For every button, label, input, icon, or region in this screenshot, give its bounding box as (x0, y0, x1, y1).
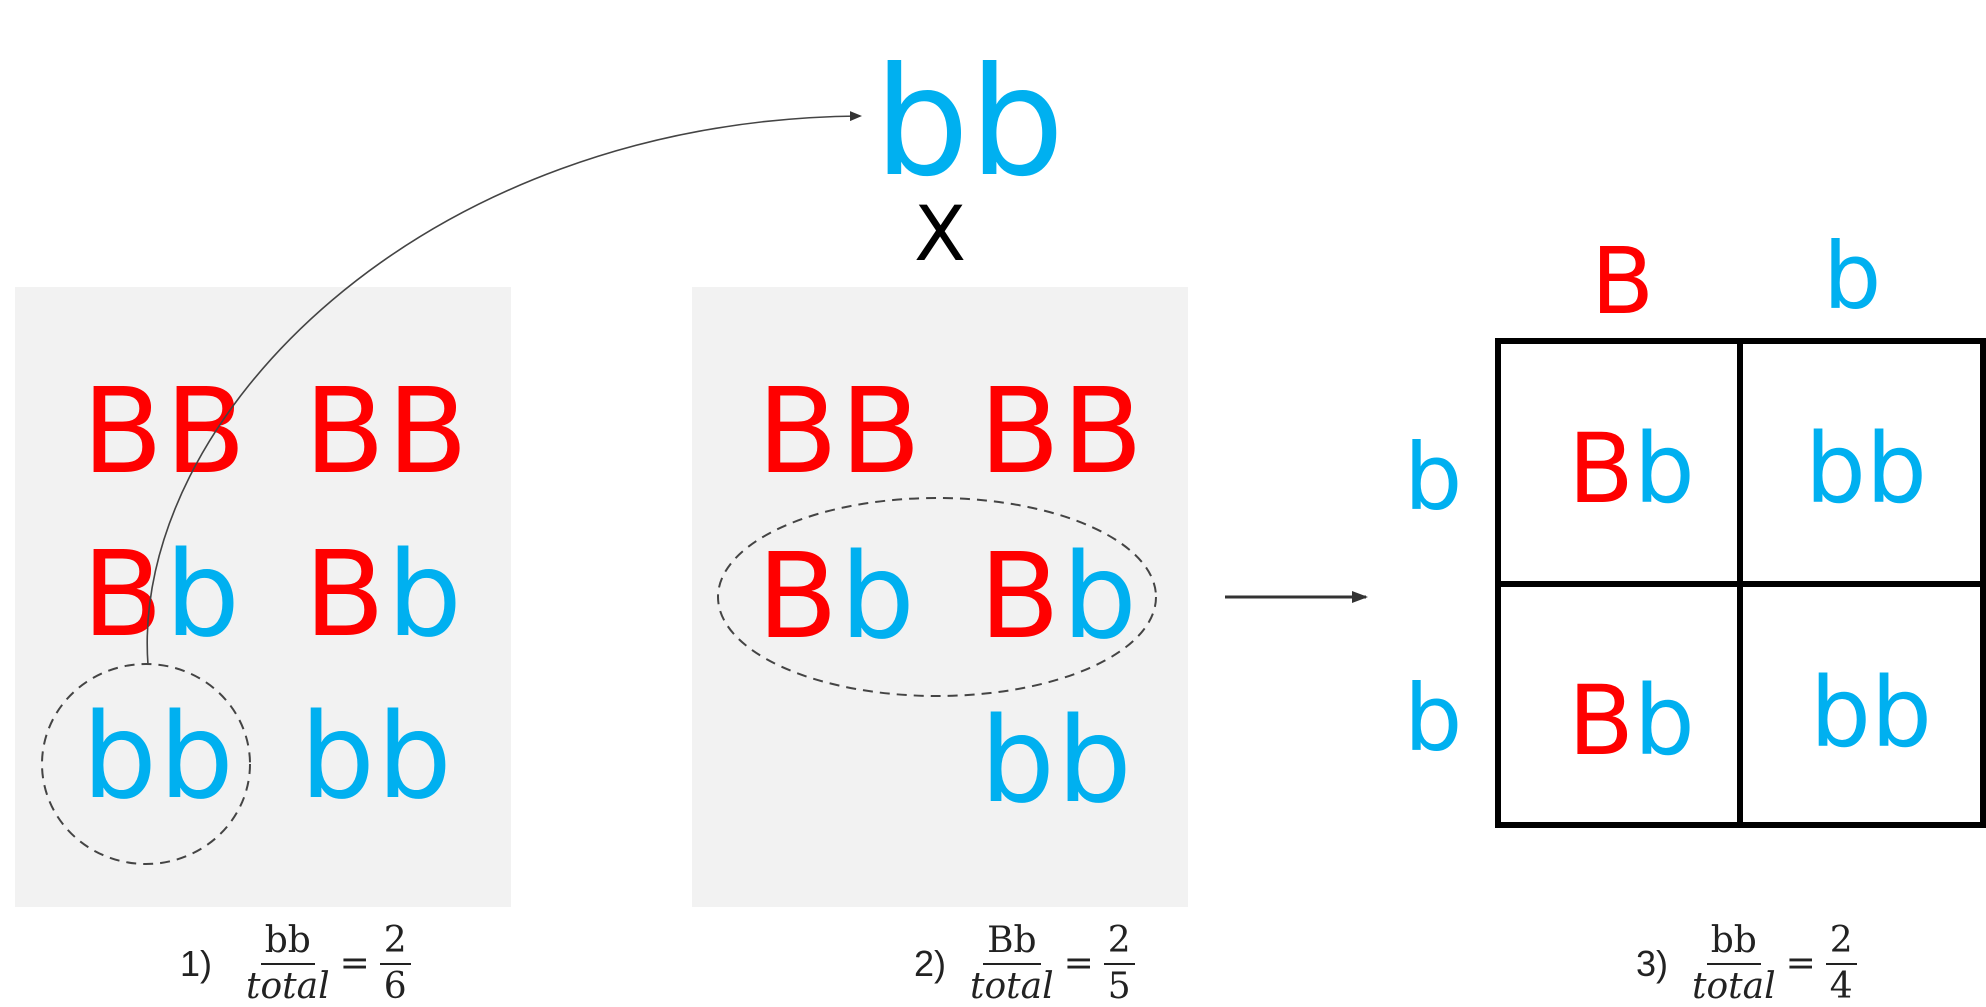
parent-genotype: bb (874, 48, 1064, 198)
p1-genotype-bb-2: BB (304, 362, 470, 500)
equation-3-fraction-left: bb total (1692, 920, 1776, 1007)
p1-genotype-Bb-1: Bb (82, 525, 242, 663)
punnett-row-header-2: b (1404, 665, 1463, 772)
cross-symbol: X (914, 189, 967, 278)
equation-2-label: 2) (914, 942, 947, 984)
p1-genotype-bb-circled: bb (82, 687, 236, 825)
equation-3-fraction-right: 2 4 (1825, 922, 1857, 1006)
equation-1-fraction-left: bb total (246, 920, 330, 1007)
punnett-col-header-2: b (1823, 223, 1882, 330)
equation-2-fraction-left: Bb total (970, 920, 1054, 1007)
parent-allele-2: b (969, 36, 1065, 210)
p1-genotype-bb-3: bb (300, 687, 454, 825)
punnett-row-header-1: b (1404, 424, 1463, 531)
punnett-cell-1-1: Bb (1568, 413, 1695, 525)
equation-3: 3) bb total = 2 4 (1636, 922, 1857, 1006)
p1-genotype-Bb-2: Bb (304, 525, 464, 663)
p2-genotype-BB-2: BB (979, 362, 1145, 500)
punnett-grid (1495, 338, 1986, 828)
equation-2-fraction-right: 2 5 (1103, 922, 1135, 1006)
dashed-ellipse-Bb (717, 497, 1157, 697)
punnett-cell-2-1: Bb (1568, 665, 1695, 777)
p2-genotype-Bb-2: Bb (979, 527, 1139, 665)
equation-1: 1) bb total = 2 6 (180, 922, 411, 1006)
p1-genotype-bb-1: BB (82, 362, 248, 500)
punnett-cell-1-2: bb (1805, 413, 1927, 525)
panel-2-background (692, 287, 1188, 907)
punnett-col-header-1: B (1591, 228, 1655, 335)
punnett-cell-2-2: bb (1810, 657, 1932, 769)
equation-1-label: 1) (180, 942, 213, 984)
equation-3-label: 3) (1636, 942, 1669, 984)
parent-allele-1: b (874, 36, 970, 210)
equation-2: 2) Bb total = 2 5 (914, 922, 1135, 1006)
curved-arrow-to-parent (146, 111, 862, 666)
p2-genotype-Bb-1: Bb (757, 527, 917, 665)
p2-genotype-BB-1: BB (757, 362, 923, 500)
p2-genotype-bb: bb (980, 691, 1134, 829)
dashed-circle-bb (41, 663, 251, 865)
panel-1-background (15, 287, 511, 907)
equation-1-fraction-right: 2 6 (379, 922, 411, 1006)
